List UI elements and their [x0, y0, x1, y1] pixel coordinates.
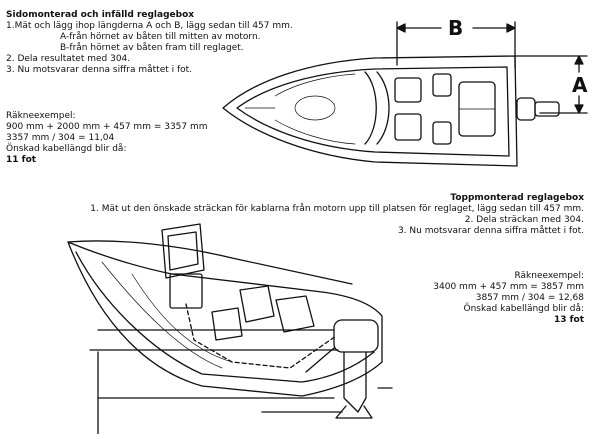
- side-step-3: 3. Nu motsvarar denna siffra måttet i fo…: [6, 65, 193, 75]
- side-instructions: Sidomonterad och infälld reglagebox 1.Mä…: [6, 10, 293, 76]
- side-example-line-2: 3357 mm / 304 = 11,04: [6, 133, 115, 143]
- dimension-a-label: A: [572, 73, 588, 97]
- side-step-1: 1.Mät och lägg ihop längderna A och B, l…: [6, 21, 293, 31]
- side-step-1b: B-från hörnet av båten fram till reglage…: [60, 43, 244, 53]
- side-example-result: 11 fot: [6, 155, 37, 165]
- boat-top-view-diagram: B A: [222, 16, 588, 167]
- side-step-1a: A-från hörnet av båten till mitten av mo…: [60, 32, 261, 42]
- side-example: Räkneexempel: 900 mm + 2000 mm + 457 mm …: [6, 111, 208, 166]
- dimension-b-label: B: [448, 16, 463, 40]
- top-section-title: Toppmonterad reglagebox: [450, 193, 584, 203]
- top-example-line-2: 3857 mm / 304 = 12,68: [475, 293, 584, 303]
- top-example: Räkneexempel: 3400 mm + 457 mm = 3857 mm…: [433, 271, 584, 326]
- side-section-title: Sidomonterad och infälld reglagebox: [6, 10, 195, 20]
- top-example-title: Räkneexempel:: [514, 271, 584, 281]
- top-example-result: 13 fot: [553, 315, 584, 325]
- top-step-2: 2. Dela sträckan med 304.: [464, 215, 584, 225]
- boat-perspective-diagram: [67, 223, 393, 434]
- top-step-3: 3. Nu motsvarar denna siffra måttet i fo…: [397, 226, 584, 236]
- top-instructions: Toppmonterad reglagebox 1. Mät ut den ön…: [90, 193, 584, 237]
- top-example-line-1: 3400 mm + 457 mm = 3857 mm: [433, 282, 584, 292]
- top-example-line-3: Önskad kabellängd blir då:: [463, 304, 584, 314]
- top-step-1: 1. Mät ut den önskade sträckan för kabla…: [90, 204, 584, 214]
- side-step-2: 2. Dela resultatet med 304.: [6, 54, 131, 64]
- side-example-title: Räkneexempel:: [6, 111, 76, 121]
- side-example-line-3: Önskad kabellängd blir då:: [6, 144, 127, 154]
- side-example-line-1: 900 mm + 2000 mm + 457 mm = 3357 mm: [6, 122, 208, 132]
